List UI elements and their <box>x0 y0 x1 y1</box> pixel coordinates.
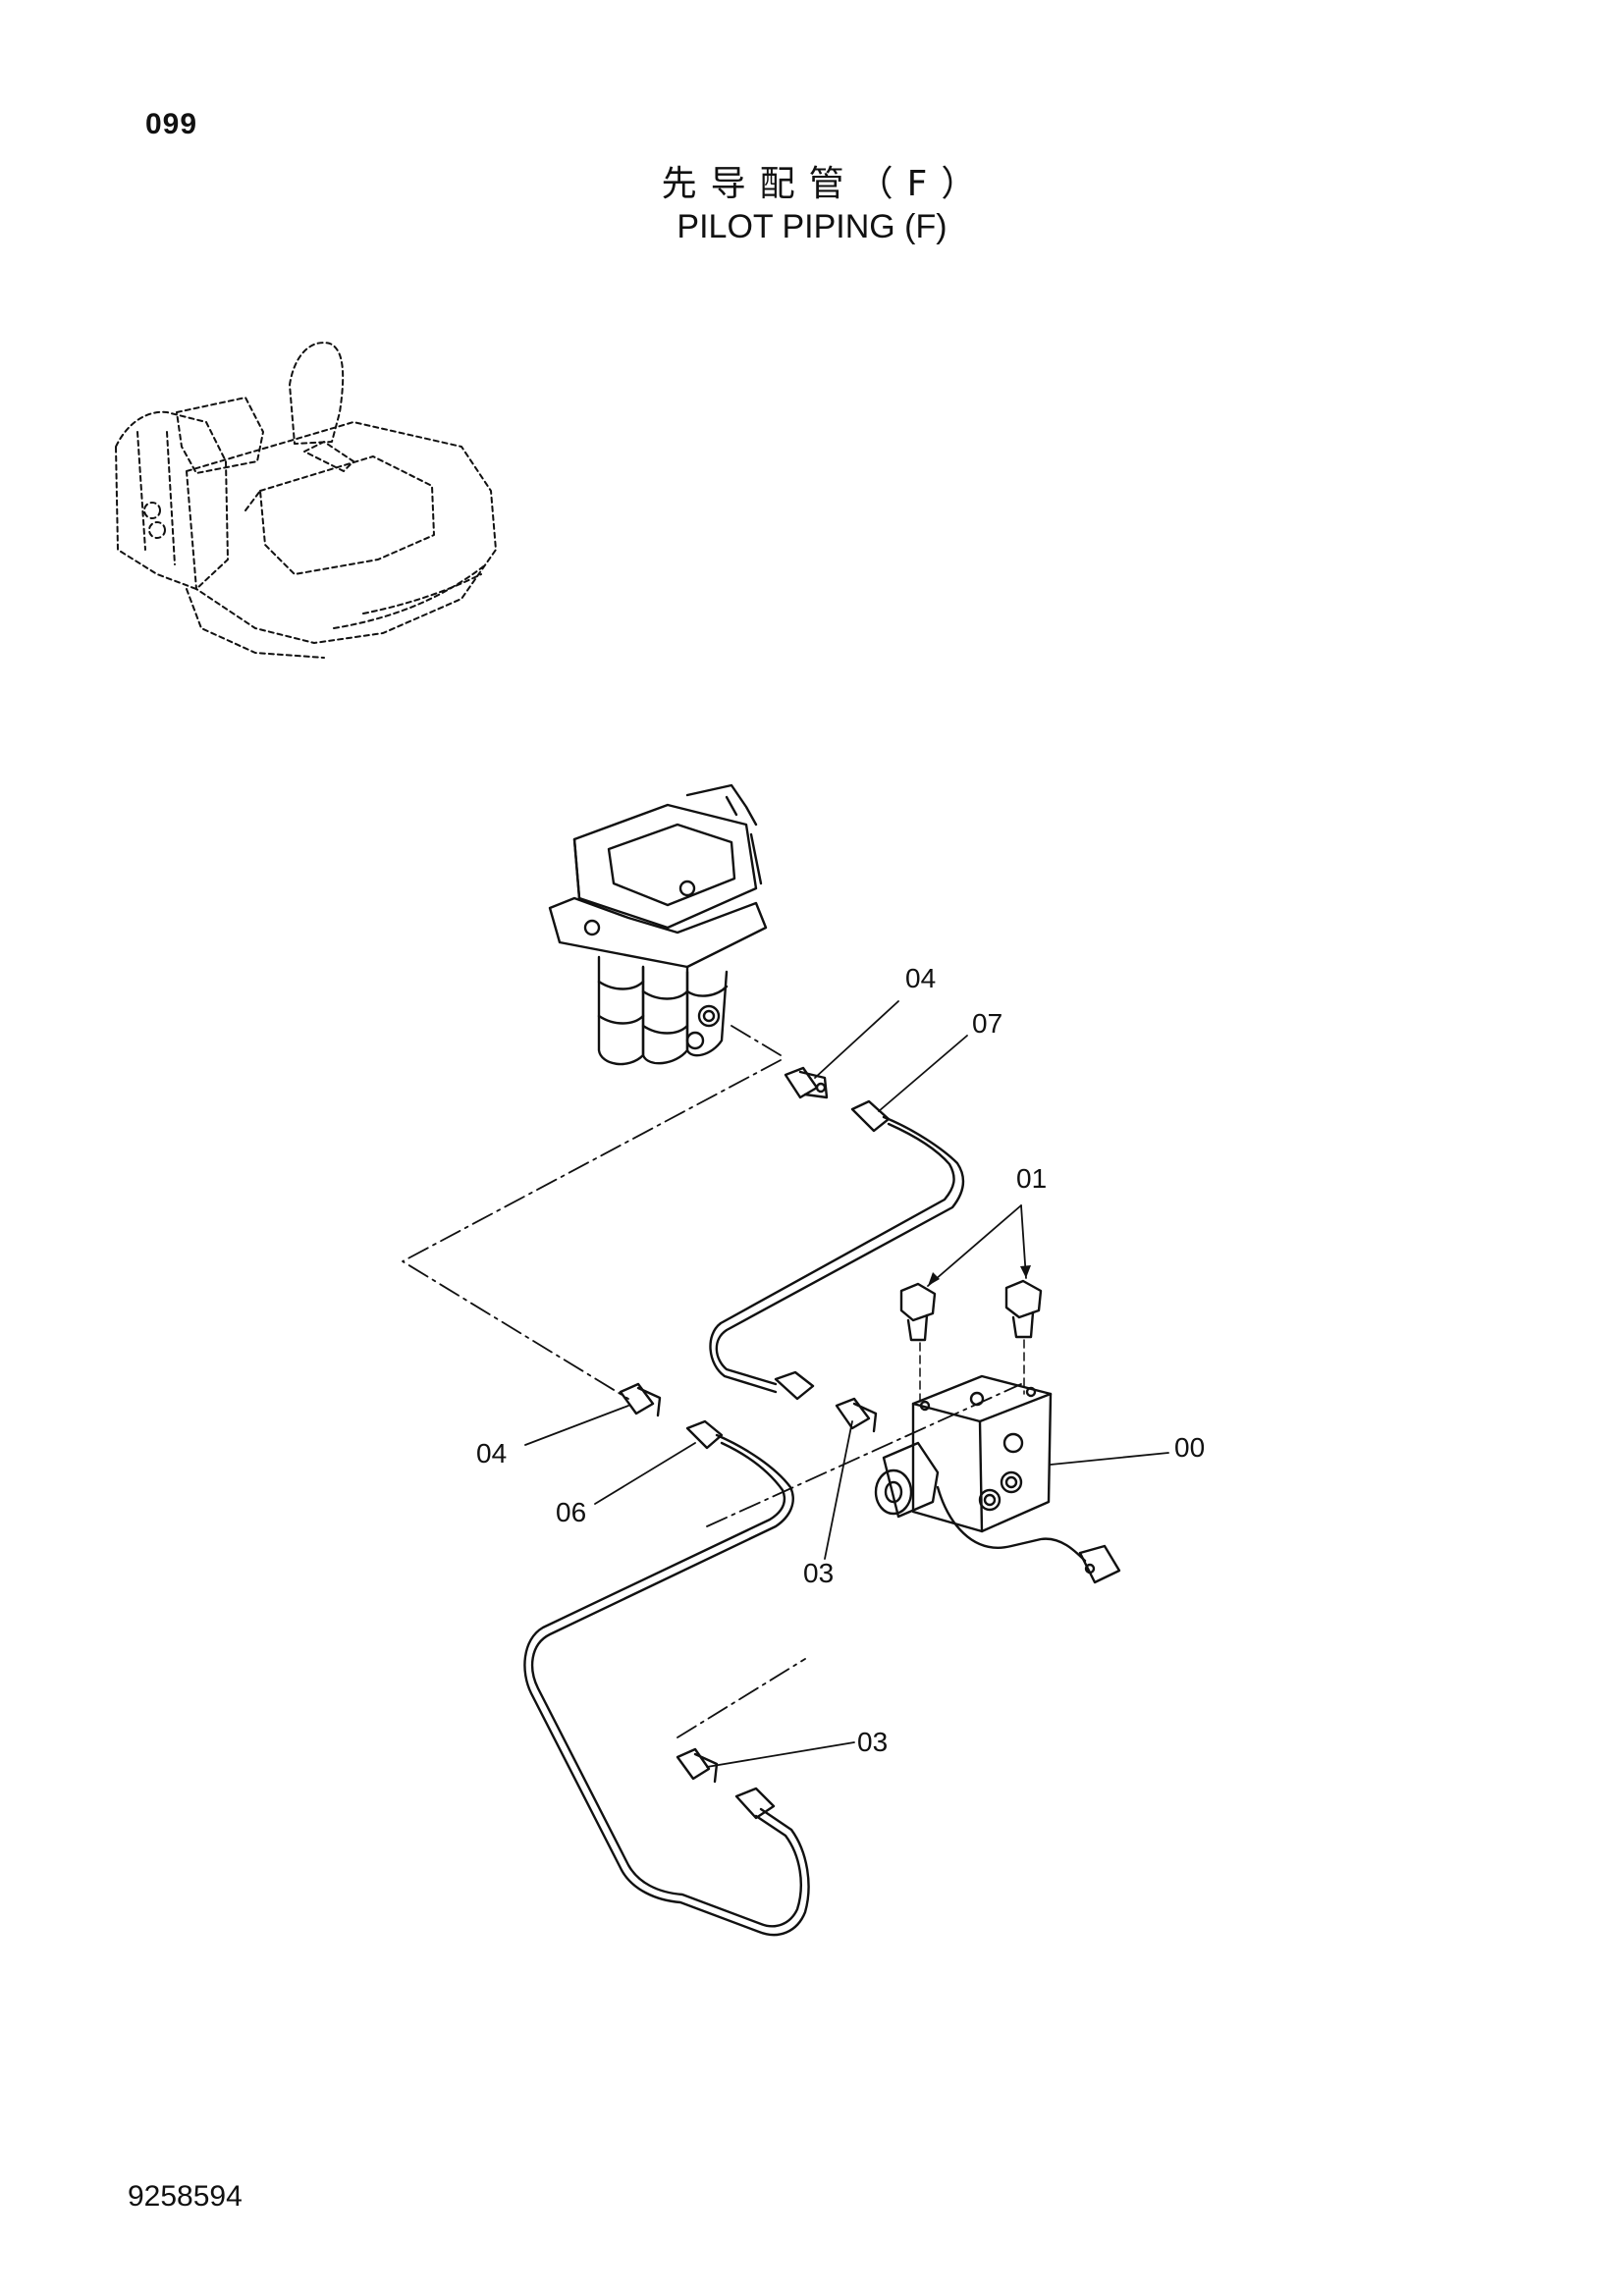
callout-01: 01 <box>1016 1163 1047 1194</box>
elbow-fitting-03-mid <box>835 1397 878 1433</box>
callout-06: 06 <box>556 1497 586 1527</box>
callout-00: 00 <box>1174 1432 1205 1463</box>
pipe-06 <box>523 1419 810 1937</box>
callout-arrowheads <box>928 1265 1031 1286</box>
adapter-fitting-04-left <box>619 1382 662 1417</box>
bolt-centerlines <box>919 1339 1025 1405</box>
bolt-01-left <box>899 1282 937 1342</box>
pilot-valve-assembly <box>548 783 768 1066</box>
callout-07: 07 <box>972 1008 1002 1039</box>
solenoid-valve-00 <box>874 1374 1121 1584</box>
title-chinese: 先导配管（F） <box>661 164 991 204</box>
callout-03-mid: 03 <box>803 1558 834 1588</box>
bolt-01-right <box>1004 1279 1043 1339</box>
page-number: 099 <box>145 108 198 140</box>
elbow-fitting-03-bottom <box>676 1747 719 1784</box>
callout-03-bottom: 03 <box>857 1727 888 1757</box>
callout-leaders <box>524 1000 1169 1768</box>
title-english: PILOT PIPING (F) <box>677 208 947 245</box>
leader-lines <box>402 1025 1022 1738</box>
callout-04-top: 04 <box>905 963 936 993</box>
adapter-fitting-04-top <box>784 1066 829 1099</box>
excavator-overview-icon <box>115 342 497 659</box>
document-number: 9258594 <box>128 2180 243 2213</box>
callout-04-left: 04 <box>476 1438 507 1468</box>
pipe-07 <box>709 1099 965 1401</box>
